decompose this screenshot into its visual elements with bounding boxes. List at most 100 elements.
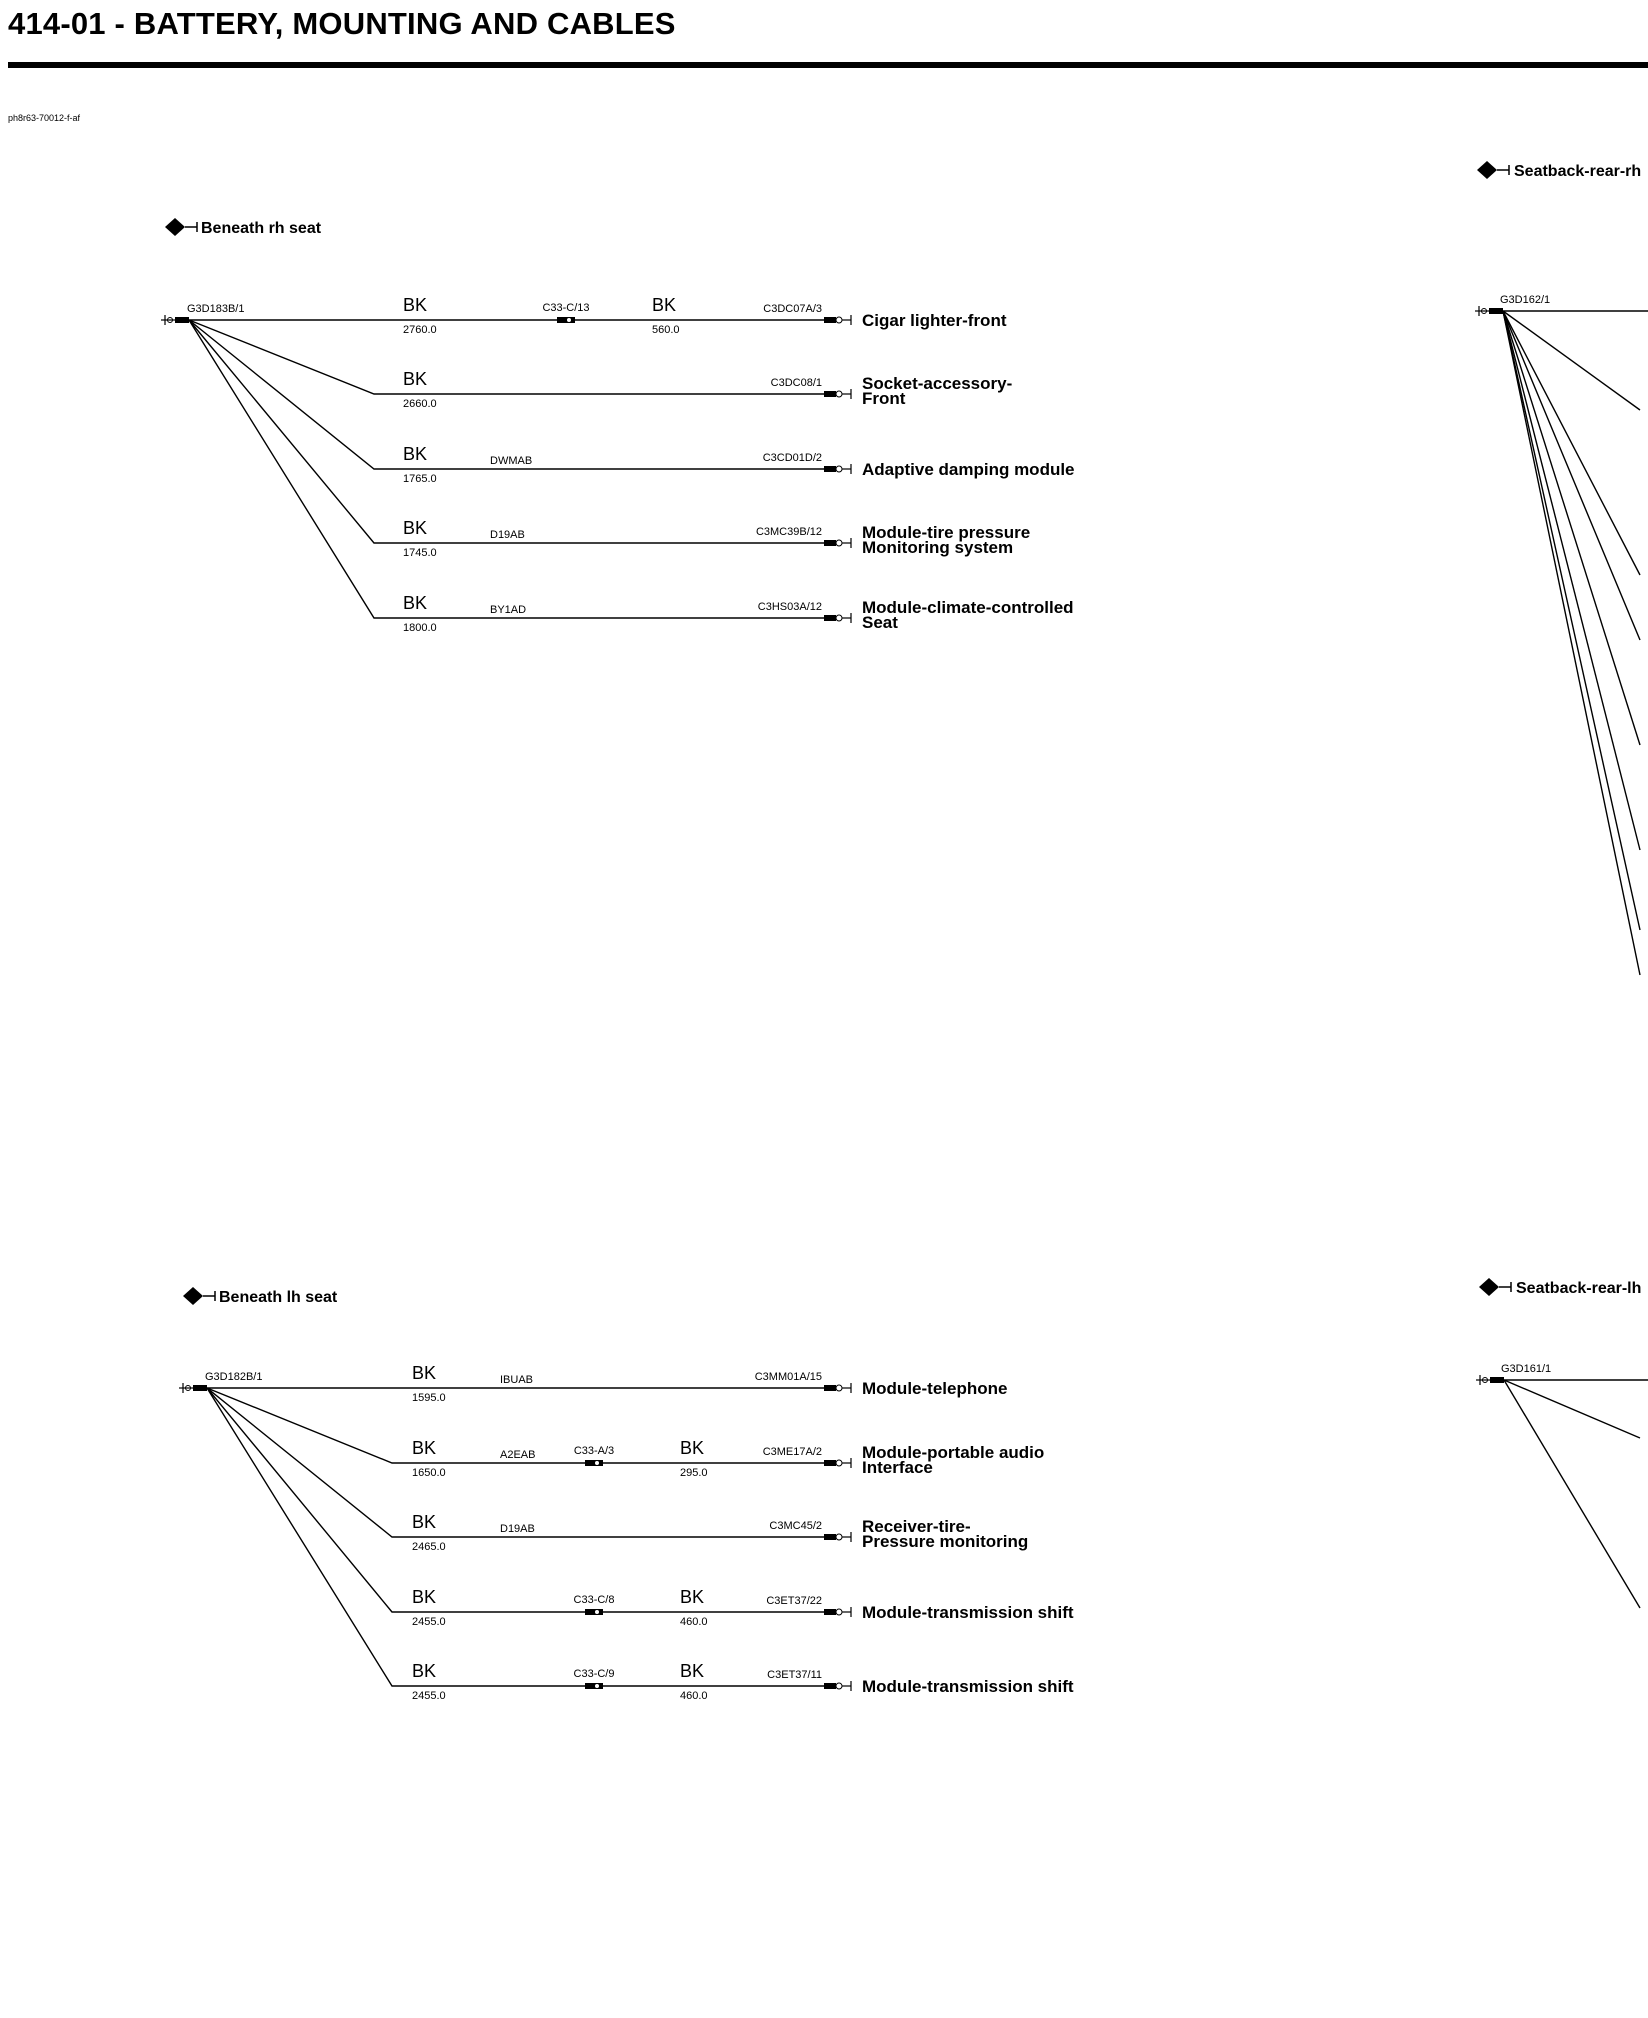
circuit-id-label: IBUAB (500, 1374, 533, 1386)
wire-length-label: 1745.0 (403, 547, 437, 559)
destination-label: Module-climate-controlled (862, 598, 1074, 617)
wire (1502, 310, 1641, 746)
wire (206, 1387, 824, 1464)
wire (188, 319, 824, 544)
title-divider (8, 62, 1648, 68)
wire-length-label: 2455.0 (412, 1690, 446, 1702)
destination-label: Module-portable audio (862, 1443, 1044, 1462)
location-label: Seatback-rear-rh (1514, 163, 1641, 180)
inline-connector-icon (585, 1683, 603, 1689)
wire (1503, 1379, 1641, 1609)
wire (188, 319, 824, 395)
connector-label: C3MM01A/15 (755, 1371, 822, 1383)
wire (1502, 310, 1641, 931)
connector-pin-icon (835, 1682, 843, 1690)
location-diamond-icon (165, 218, 185, 236)
connector-label: C3ET37/11 (767, 1669, 822, 1681)
connector-terminal-icon (824, 1683, 836, 1689)
wire-color-label: BK (412, 1363, 436, 1383)
connector-label: C3DC08/1 (771, 377, 822, 389)
destination-label: Cigar lighter-front (862, 311, 1007, 330)
destination-label: Interface (862, 1458, 933, 1477)
wire (188, 319, 824, 619)
connector-pin-icon (835, 539, 843, 547)
connector-label: C3HS03A/12 (758, 601, 822, 613)
destination-label: Receiver-tire- (862, 1517, 971, 1536)
wire-length-label: 1595.0 (412, 1392, 446, 1404)
connector-terminal-icon (824, 1385, 836, 1391)
ground-eyelet-icon (1481, 308, 1487, 314)
circuit-id-label: BY1AD (490, 604, 526, 616)
inline-connector-pin-icon (595, 1610, 599, 1614)
connector-terminal-icon (824, 317, 836, 323)
wire-color-label: BK (680, 1661, 704, 1681)
connector-terminal-icon (824, 1609, 836, 1615)
destination-label: Module-transmission shift (862, 1603, 1074, 1622)
wire (1502, 310, 1641, 851)
connector-label: C3ET37/22 (766, 1595, 822, 1607)
location-label: Beneath rh seat (201, 220, 322, 237)
wire-color-label: BK (680, 1587, 704, 1607)
destination-label: Front (862, 389, 906, 408)
connector-pin-icon (835, 1608, 843, 1616)
circuit-id-label: DWMAB (490, 455, 532, 467)
connector-terminal-icon (824, 1534, 836, 1540)
wire (188, 319, 824, 470)
connector-pin-icon (835, 1459, 843, 1467)
wire-length-label: 2660.0 (403, 398, 437, 410)
destination-label: Module-transmission shift (862, 1677, 1074, 1696)
location-label: Beneath lh seat (219, 1289, 338, 1306)
connector-label: C3MC45/2 (769, 1520, 822, 1532)
location-diamond-icon (183, 1287, 203, 1305)
connector-pin-icon (835, 614, 843, 622)
destination-label: Monitoring system (862, 538, 1013, 557)
connector-terminal-icon (824, 540, 836, 546)
destination-label: Adaptive damping module (862, 460, 1075, 479)
wire-length-label: 1765.0 (403, 473, 437, 485)
circuit-id-label: A2EAB (500, 1449, 535, 1461)
inline-connector-icon (557, 317, 575, 323)
wire (206, 1387, 824, 1538)
location-diamond-icon (1477, 161, 1497, 179)
ground-connector-label: G3D161/1 (1501, 1363, 1551, 1375)
connector-label: C3CD01D/2 (763, 452, 822, 464)
connector-terminal-icon (824, 1460, 836, 1466)
connector-label: C3MC39B/12 (756, 526, 822, 538)
wire-length-label: 460.0 (680, 1616, 708, 1628)
connector-pin-icon (835, 465, 843, 473)
destination-label: Pressure monitoring (862, 1532, 1028, 1551)
document-title: 414-01 - BATTERY, MOUNTING AND CABLES (8, 6, 676, 41)
inline-connector-label: C33-A/3 (574, 1445, 614, 1457)
destination-label: Seat (862, 613, 898, 632)
ground-eyelet-icon (167, 317, 173, 323)
inline-connector-icon (585, 1460, 603, 1466)
inline-connector-pin-icon (595, 1684, 599, 1688)
destination-label: Module-telephone (862, 1379, 1007, 1398)
wire-color-label: BK (412, 1661, 436, 1681)
connector-pin-icon (835, 316, 843, 324)
wire-length-label: 2465.0 (412, 1541, 446, 1553)
wire-color-label: BK (412, 1587, 436, 1607)
wire (1502, 310, 1641, 411)
wire-color-label: BK (680, 1438, 704, 1458)
wire-color-label: BK (403, 295, 427, 315)
wire (1502, 310, 1641, 641)
wire-length-label: 460.0 (680, 1690, 708, 1702)
wire-length-label: 2455.0 (412, 1616, 446, 1628)
inline-connector-label: C33-C/13 (542, 302, 589, 314)
inline-connector-pin-icon (595, 1461, 599, 1465)
connector-label: C3ME17A/2 (763, 1446, 822, 1458)
inline-connector-pin-icon (567, 318, 571, 322)
wire-color-label: BK (652, 295, 676, 315)
